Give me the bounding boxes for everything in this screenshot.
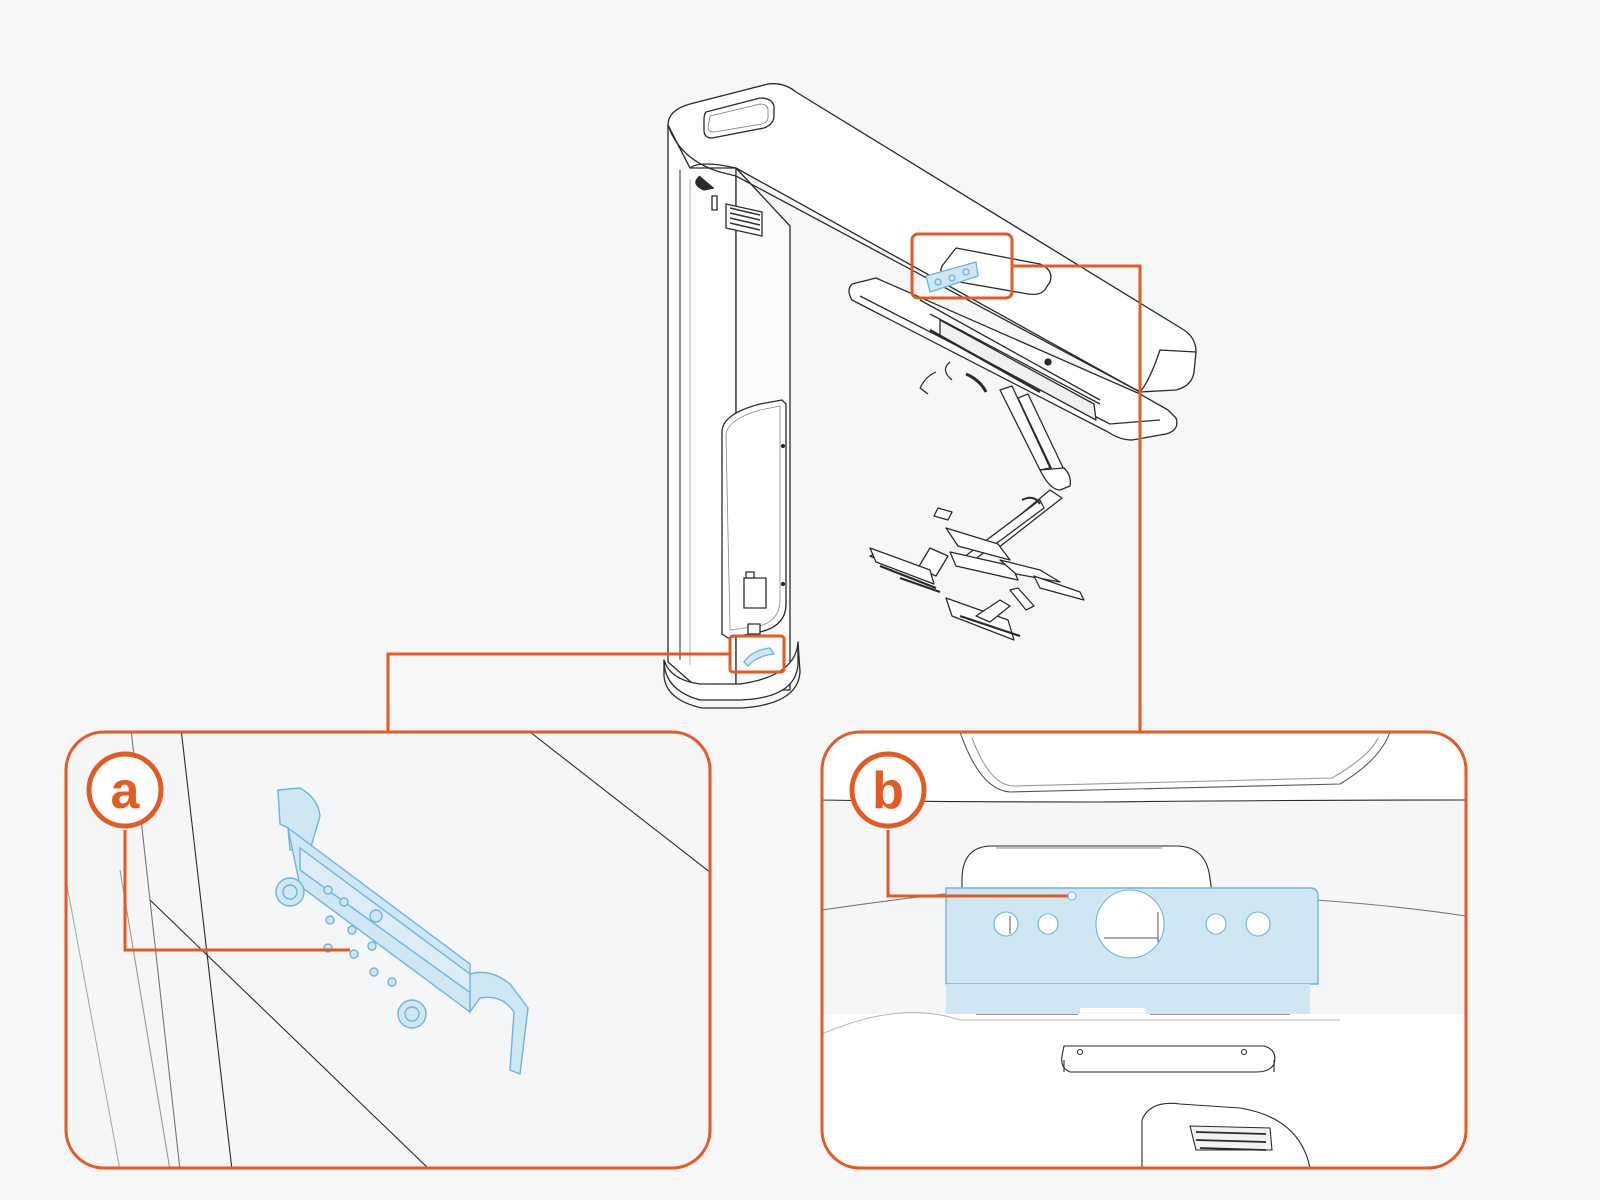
top-beam: [667, 83, 1197, 393]
arm-linkage: [959, 385, 1072, 567]
bracket-plate-b: [945, 887, 1319, 1014]
leader-line-b: [1012, 264, 1142, 732]
callout-leaders: [386, 232, 1142, 732]
column-bracket-part: [743, 647, 775, 667]
callout-b-leader: [886, 830, 1068, 898]
callout-b-circle: [849, 751, 927, 829]
callout-a-leader: [123, 830, 350, 952]
vertical-column: [663, 124, 801, 709]
callout-a-circle: [86, 751, 164, 829]
leader-line-a: [386, 652, 730, 732]
carriage-rail: [848, 277, 1178, 441]
bracket-detail-a: [275, 787, 529, 1075]
main-assembly: [663, 83, 1197, 709]
detail-panel-a: a: [64, 730, 712, 1170]
callout-a-label: a: [111, 762, 141, 820]
callout-a: a: [86, 751, 350, 952]
callout-b: b: [849, 751, 1068, 898]
lower-frame: [869, 507, 1085, 641]
callout-b-label: b: [872, 762, 904, 820]
detail-panel-b: b: [820, 730, 1468, 1170]
